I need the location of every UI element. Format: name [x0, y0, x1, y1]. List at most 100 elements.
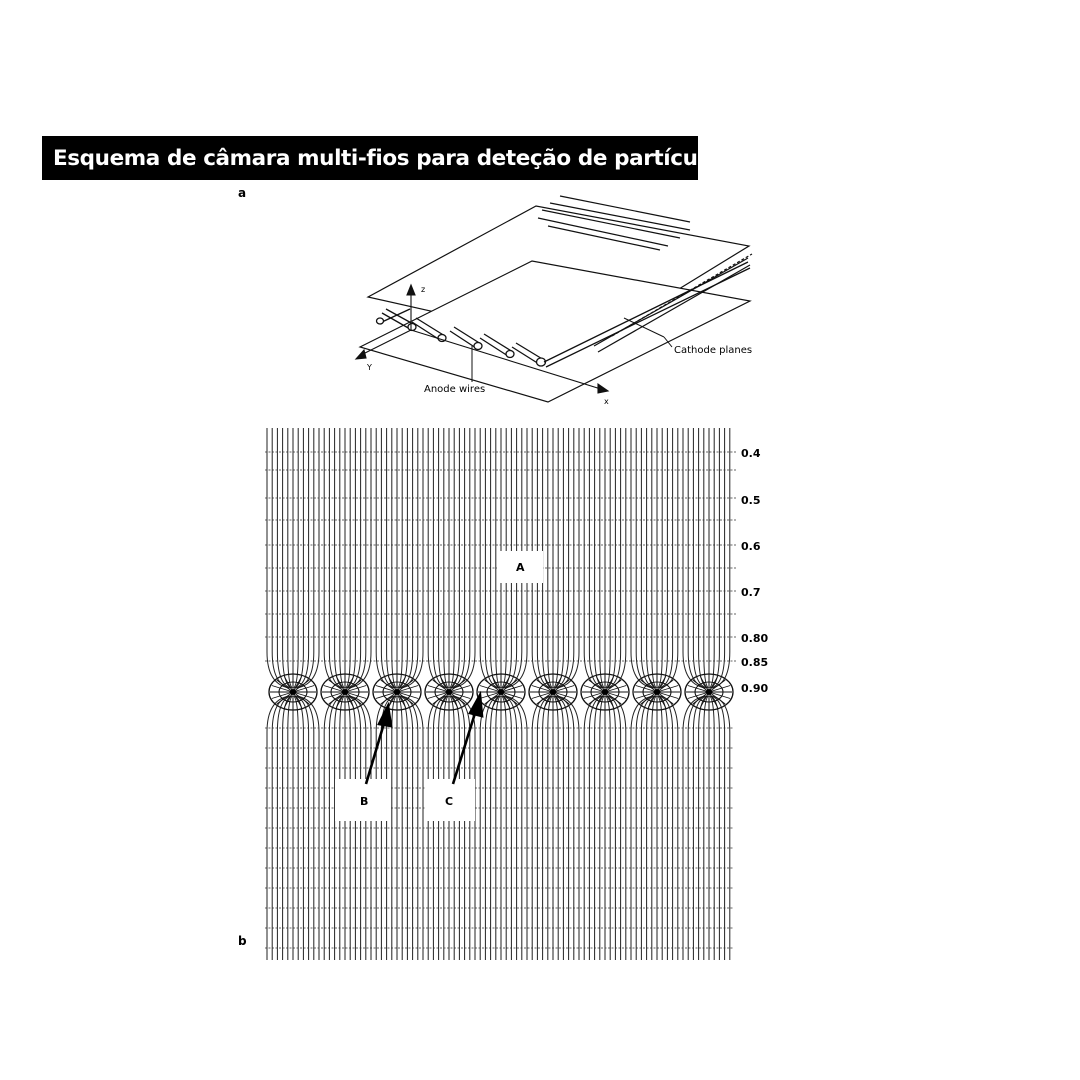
- field-line: [323, 428, 343, 689]
- field-line: [348, 428, 372, 689]
- wire-radial-line: [283, 691, 294, 708]
- wire-core: [342, 689, 348, 695]
- wire-radial-line: [375, 685, 398, 693]
- wire-field-contour: [268, 673, 318, 711]
- wire-radial-line: [692, 691, 710, 705]
- field-line: [607, 428, 627, 689]
- field-line: [711, 428, 731, 689]
- region-a-box: [497, 551, 543, 583]
- wire-radial-line: [640, 691, 658, 705]
- wire-core: [550, 689, 556, 695]
- field-line: [295, 428, 315, 689]
- wire-radial-line: [276, 679, 294, 693]
- anode-wire: [632, 673, 682, 711]
- axis-z-label: z: [421, 285, 425, 294]
- wire-radial-line: [583, 691, 606, 699]
- field-line: [556, 428, 580, 689]
- wire-radial-line: [640, 679, 658, 693]
- field-line: [484, 695, 499, 960]
- wire-radial-line: [635, 685, 658, 693]
- wire-radial-line: [292, 685, 315, 693]
- wire-radial-line: [432, 691, 450, 705]
- wire-field-contour: [684, 673, 734, 711]
- field-line: [588, 428, 603, 689]
- field-line: [450, 428, 460, 689]
- field-line: [651, 428, 657, 689]
- field-line: [287, 428, 293, 689]
- wire-radial-line: [708, 679, 726, 693]
- field-line: [451, 428, 466, 689]
- wire-radial-line: [583, 685, 606, 693]
- wire-core: [706, 689, 712, 695]
- field-line: [295, 695, 310, 960]
- equipotential-value-0: 0.4: [741, 447, 761, 460]
- cathode-planes-label: Cathode planes: [674, 345, 752, 356]
- field-line: [536, 428, 551, 689]
- wire-radial-line: [271, 691, 294, 699]
- wire-radial-line: [344, 691, 362, 705]
- field-line: [380, 428, 395, 689]
- wire-radial-line: [484, 679, 502, 693]
- field-line: [347, 428, 362, 689]
- wire-radial-line: [552, 691, 570, 705]
- field-line: [266, 695, 290, 960]
- wire-radial-line: [335, 691, 346, 708]
- wire-radial-line: [375, 691, 398, 699]
- wire-radial-line: [604, 691, 615, 708]
- wire-radial-line: [708, 685, 731, 693]
- field-line: [452, 428, 476, 689]
- field-line: [347, 695, 362, 960]
- wire-radial-line: [344, 685, 367, 693]
- lower-cathode-plane: [358, 260, 752, 403]
- wire-radial-line: [396, 691, 414, 705]
- field-line: [276, 428, 291, 689]
- field-line: [266, 428, 290, 689]
- wire-radial-line: [396, 691, 407, 708]
- field-line: [646, 428, 656, 689]
- wire-radial-line: [635, 691, 658, 699]
- wire-radial-line: [699, 691, 710, 708]
- field-line: [503, 695, 518, 960]
- field-line: [692, 428, 707, 689]
- wire-radial-line: [439, 691, 450, 708]
- wire-radial-line: [536, 679, 554, 693]
- wire-radial-line: [271, 685, 294, 693]
- wire-radial-line: [656, 691, 667, 708]
- wire-radial-line: [448, 685, 471, 693]
- region-c-label: C: [445, 795, 453, 808]
- wire-radial-line: [536, 691, 554, 705]
- field-line: [711, 695, 726, 960]
- equipotential-value-5: 0.85: [741, 656, 768, 669]
- wire-radial-line: [335, 676, 346, 693]
- wire-core: [446, 689, 452, 695]
- field-line: [347, 428, 367, 689]
- anode-wire: [372, 673, 422, 711]
- field-line: [682, 428, 706, 689]
- field-line: [640, 695, 655, 960]
- field-line: [276, 695, 291, 960]
- wire-radial-line: [552, 691, 575, 699]
- wire-radial-line: [283, 676, 294, 693]
- field-line: [659, 428, 679, 689]
- wire-radial-line: [448, 691, 471, 699]
- field-line: [594, 428, 604, 689]
- wire-radial-line: [292, 691, 303, 708]
- field-line: [432, 428, 447, 689]
- field-line: [504, 428, 528, 689]
- wire-radial-line: [604, 676, 615, 693]
- field-line: [391, 428, 397, 689]
- wire-radial-line: [543, 691, 554, 708]
- wire-radial-line: [491, 676, 502, 693]
- field-line: [345, 428, 351, 689]
- wire-radial-line: [396, 691, 419, 699]
- wire-radial-line: [479, 685, 502, 693]
- wire-radial-line: [396, 685, 419, 693]
- field-line: [542, 428, 552, 689]
- region-b-label: B: [360, 795, 368, 808]
- wire-radial-line: [396, 676, 407, 693]
- field-line: [630, 695, 654, 960]
- wire-core: [654, 689, 660, 695]
- wire-radial-line: [531, 685, 554, 693]
- anode-wire-cross-sections: [268, 673, 734, 711]
- field-line: [484, 428, 499, 689]
